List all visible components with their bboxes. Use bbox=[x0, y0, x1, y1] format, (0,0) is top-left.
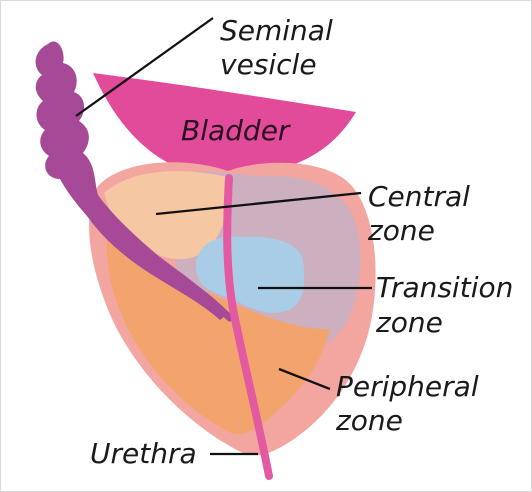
urethra-label: Urethra bbox=[90, 437, 197, 470]
peripheral-zone-label-line1: Peripheral bbox=[336, 370, 479, 403]
transition-zone-label-line1: Transition bbox=[376, 271, 513, 304]
peripheral-zone-label-line2: zone bbox=[335, 404, 403, 437]
bladder-label: Bladder bbox=[181, 114, 291, 147]
central-zone-label-line1: Central bbox=[368, 180, 470, 213]
transition-zone-label-line2: zone bbox=[375, 306, 443, 339]
seminal-vesicle-label-line2: vesicle bbox=[220, 48, 317, 81]
seminal-vesicle-label-line1: Seminal bbox=[220, 14, 333, 47]
central-zone-label-line2: zone bbox=[367, 214, 435, 247]
